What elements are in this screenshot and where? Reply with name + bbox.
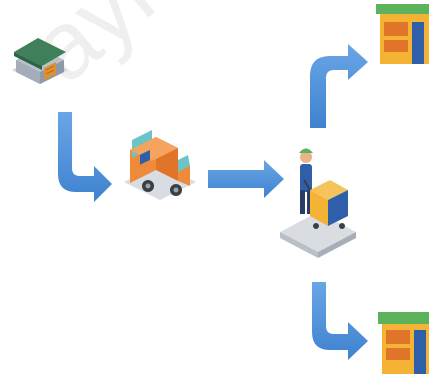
arrow-van-to-worker [208,160,284,198]
worker-cart-icon [280,148,356,258]
arrow-warehouse-to-van [58,112,112,202]
arrow-worker-to-store-bottom [312,282,368,360]
store-icon-bottom [378,312,429,374]
delivery-van-icon [124,130,196,200]
arrow-worker-to-store-top [310,44,368,128]
warehouse-icon [12,38,68,84]
store-icon-top [376,4,429,64]
